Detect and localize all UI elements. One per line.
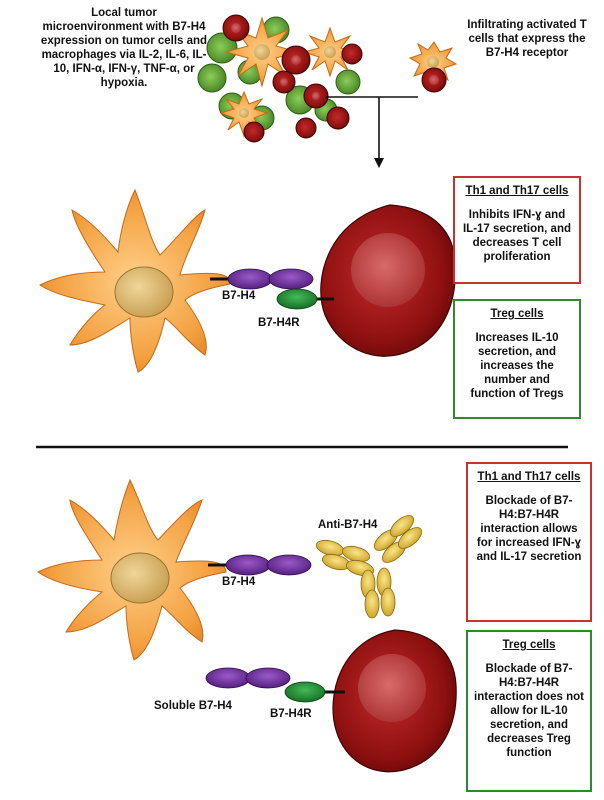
panel1-tcell: [320, 204, 457, 357]
panel2-th-box-body: Blockade of B7-H4:B7-H4R interaction all…: [476, 495, 582, 563]
panel1-b7h4r-label: B7-H4R: [258, 317, 300, 329]
infiltrating-t-cells: [408, 41, 458, 93]
panel2-b7h4-label: B7-H4: [222, 576, 256, 588]
panel1-th-box-body: Inhibits IFN-ɣ and IL-17 secretion, and …: [462, 209, 571, 263]
panel2-soluble-b7h4: [205, 667, 291, 689]
panel1-b7h4r-receptor: [276, 288, 334, 310]
tumor-microenvironment-caption: Local tumor microenvironment with B7-H4 …: [40, 7, 208, 89]
panel1-treg-box: Treg cells Increases IL-10 secretion, an…: [453, 299, 581, 419]
panel1-macrophage: [39, 188, 231, 373]
panel2-b7h4-ligand: [208, 554, 312, 576]
panel2-soluble-b7h4-label: Soluble B7-H4: [154, 700, 232, 712]
infiltrating-tcells-caption: Infiltrating activated T cells that expr…: [467, 19, 587, 59]
panel2-b7h4r-label: B7-H4R: [270, 708, 312, 720]
tumor-microenvironment-cluster: [197, 14, 363, 143]
panel2-treg-box-body: Blockade of B7-H4:B7-H4R interaction doe…: [474, 663, 584, 759]
flow-arrow: [326, 96, 418, 168]
panel2-anti-b7h4-label: Anti-B7-H4: [318, 519, 378, 531]
panel1-treg-box-title: Treg cells: [490, 308, 544, 320]
panel2-treg-box-title: Treg cells: [502, 639, 556, 651]
panel2-treg-box: Treg cells Blockade of B7-H4:B7-H4R inte…: [466, 630, 592, 792]
panel1-th-box-title: Th1 and Th17 cells: [465, 185, 569, 197]
panel2-th-box-title: Th1 and Th17 cells: [477, 471, 581, 483]
panel1-b7h4-ligand: [210, 268, 314, 290]
panel1-b7h4-label: B7-H4: [222, 290, 256, 302]
panel2-anti-b7h4-antibody: [315, 515, 423, 619]
panel2-th1-th17-box: Th1 and Th17 cells Blockade of B7-H4:B7-…: [466, 462, 592, 622]
panel2-tcell-nucleus: [358, 654, 426, 722]
panel1-th1-th17-box: Th1 and Th17 cells Inhibits IFN-ɣ and IL…: [453, 176, 581, 284]
panel1-tcell-nucleus: [351, 233, 425, 307]
panel2-macrophage-nucleus: [110, 552, 170, 604]
panel1-treg-box-body: Increases IL-10 secretion, and increases…: [470, 332, 564, 400]
panel2-b7h4r-receptor: [284, 681, 345, 703]
panel1-macrophage-nucleus: [114, 266, 174, 318]
panel2-tcell: [332, 629, 457, 773]
panel2-macrophage: [37, 478, 227, 661]
